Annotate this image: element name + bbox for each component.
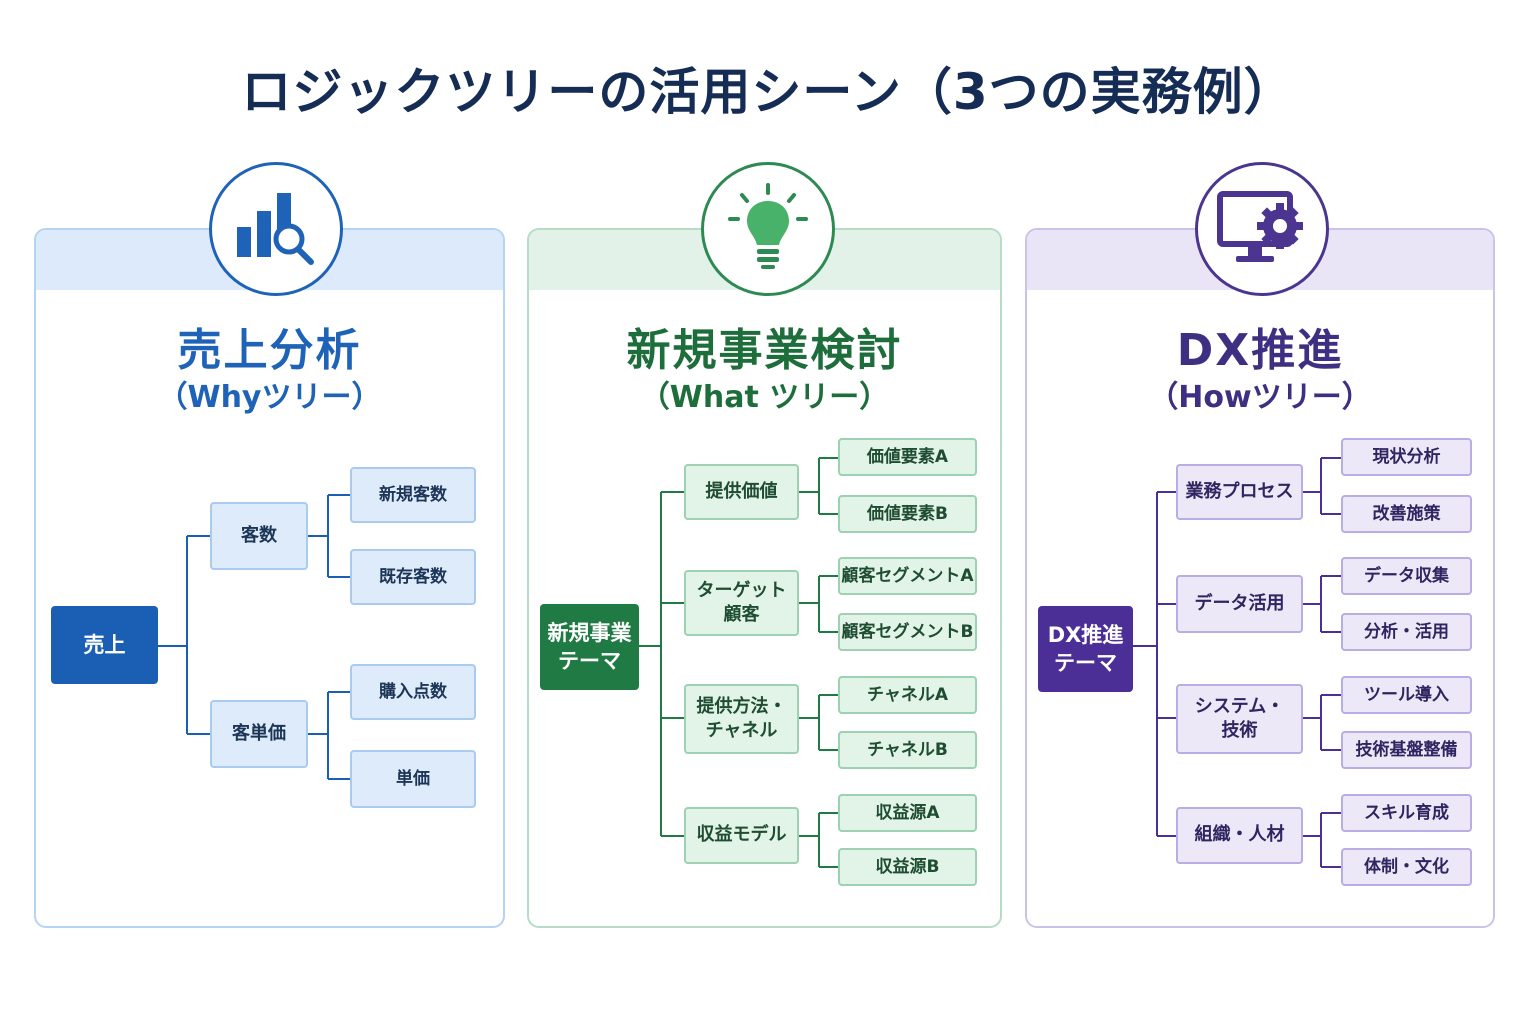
- panel-dx-promotion: DX推進 （Howツリー） DX推進 テーマ 業務プロセス データ活用 システム…: [1025, 162, 1495, 928]
- monitor-gear-icon: [1195, 162, 1329, 296]
- tree-connectors: [1133, 457, 1341, 868]
- tree-leaf: データ収集: [1341, 557, 1472, 595]
- tree-leaf: 収益源A: [838, 794, 977, 832]
- tree-branch: データ活用: [1176, 575, 1303, 633]
- panel-subtitle: （Howツリー）: [1148, 380, 1372, 415]
- lightbulb-icon: [701, 162, 835, 296]
- tree-leaf: 収益源B: [838, 848, 977, 886]
- tree-branch: 組織・人材: [1176, 807, 1303, 864]
- tree-leaf: 新規客数: [350, 467, 476, 523]
- tree-leaf: ツール導入: [1341, 676, 1472, 714]
- panel-title: 売上分析: [177, 325, 362, 376]
- panel-title: DX推進: [1176, 325, 1344, 376]
- tree-branch: 客数: [210, 502, 308, 570]
- tree-leaf: 技術基盤整備: [1341, 731, 1472, 769]
- tree-leaf: 価値要素B: [838, 495, 977, 533]
- tree-leaf: 現状分析: [1341, 438, 1472, 476]
- tree-connectors: [158, 494, 350, 780]
- tree-leaf: チャネルA: [838, 676, 977, 714]
- panel-subtitle: （What ツリー）: [639, 380, 890, 415]
- tree-leaf: 顧客セグメントB: [838, 613, 977, 651]
- tree-branch: ターゲット 顧客: [684, 570, 799, 636]
- tree-leaf: チャネルB: [838, 731, 977, 769]
- tree-leaf: 分析・活用: [1341, 613, 1472, 651]
- tree-branch: 収益モデル: [684, 807, 799, 864]
- tree-connectors: [639, 457, 838, 868]
- tree-leaf: 購入点数: [350, 664, 476, 720]
- tree-root: DX推進 テーマ: [1038, 606, 1133, 692]
- tree-branch: システム・ 技術: [1176, 684, 1303, 754]
- tree-leaf: 価値要素A: [838, 438, 977, 476]
- panel-subtitle: （Whyツリー）: [157, 380, 382, 415]
- tree-branch: 業務プロセス: [1176, 464, 1303, 520]
- tree-root: 売上: [51, 606, 158, 684]
- tree-branch: 提供価値: [684, 464, 799, 520]
- tree-root: 新規事業 テーマ: [540, 604, 639, 690]
- panel-title: 新規事業検討: [626, 325, 903, 376]
- tree-leaf: 顧客セグメントA: [838, 557, 977, 595]
- panel-sales-analysis: 売上分析 （Whyツリー） 売上 客数 客単価 新規客数 既存客数 購入点数 単…: [34, 162, 505, 928]
- tree-leaf: 体制・文化: [1341, 848, 1472, 886]
- bar-chart-search-icon: [209, 162, 343, 296]
- tree-branch: 客単価: [210, 700, 308, 768]
- page-title: ロジックツリーの活用シーン（3つの実務例）: [241, 63, 1295, 121]
- tree-leaf: スキル育成: [1341, 794, 1472, 832]
- tree-branch: 提供方法・ チャネル: [684, 684, 799, 754]
- panel-new-business: 新規事業検討 （What ツリー） 新規事業 テーマ 提供価値 ターゲット 顧客…: [527, 162, 1002, 928]
- tree-leaf: 既存客数: [350, 549, 476, 605]
- tree-leaf: 改善施策: [1341, 495, 1472, 533]
- tree-leaf: 単価: [350, 750, 476, 808]
